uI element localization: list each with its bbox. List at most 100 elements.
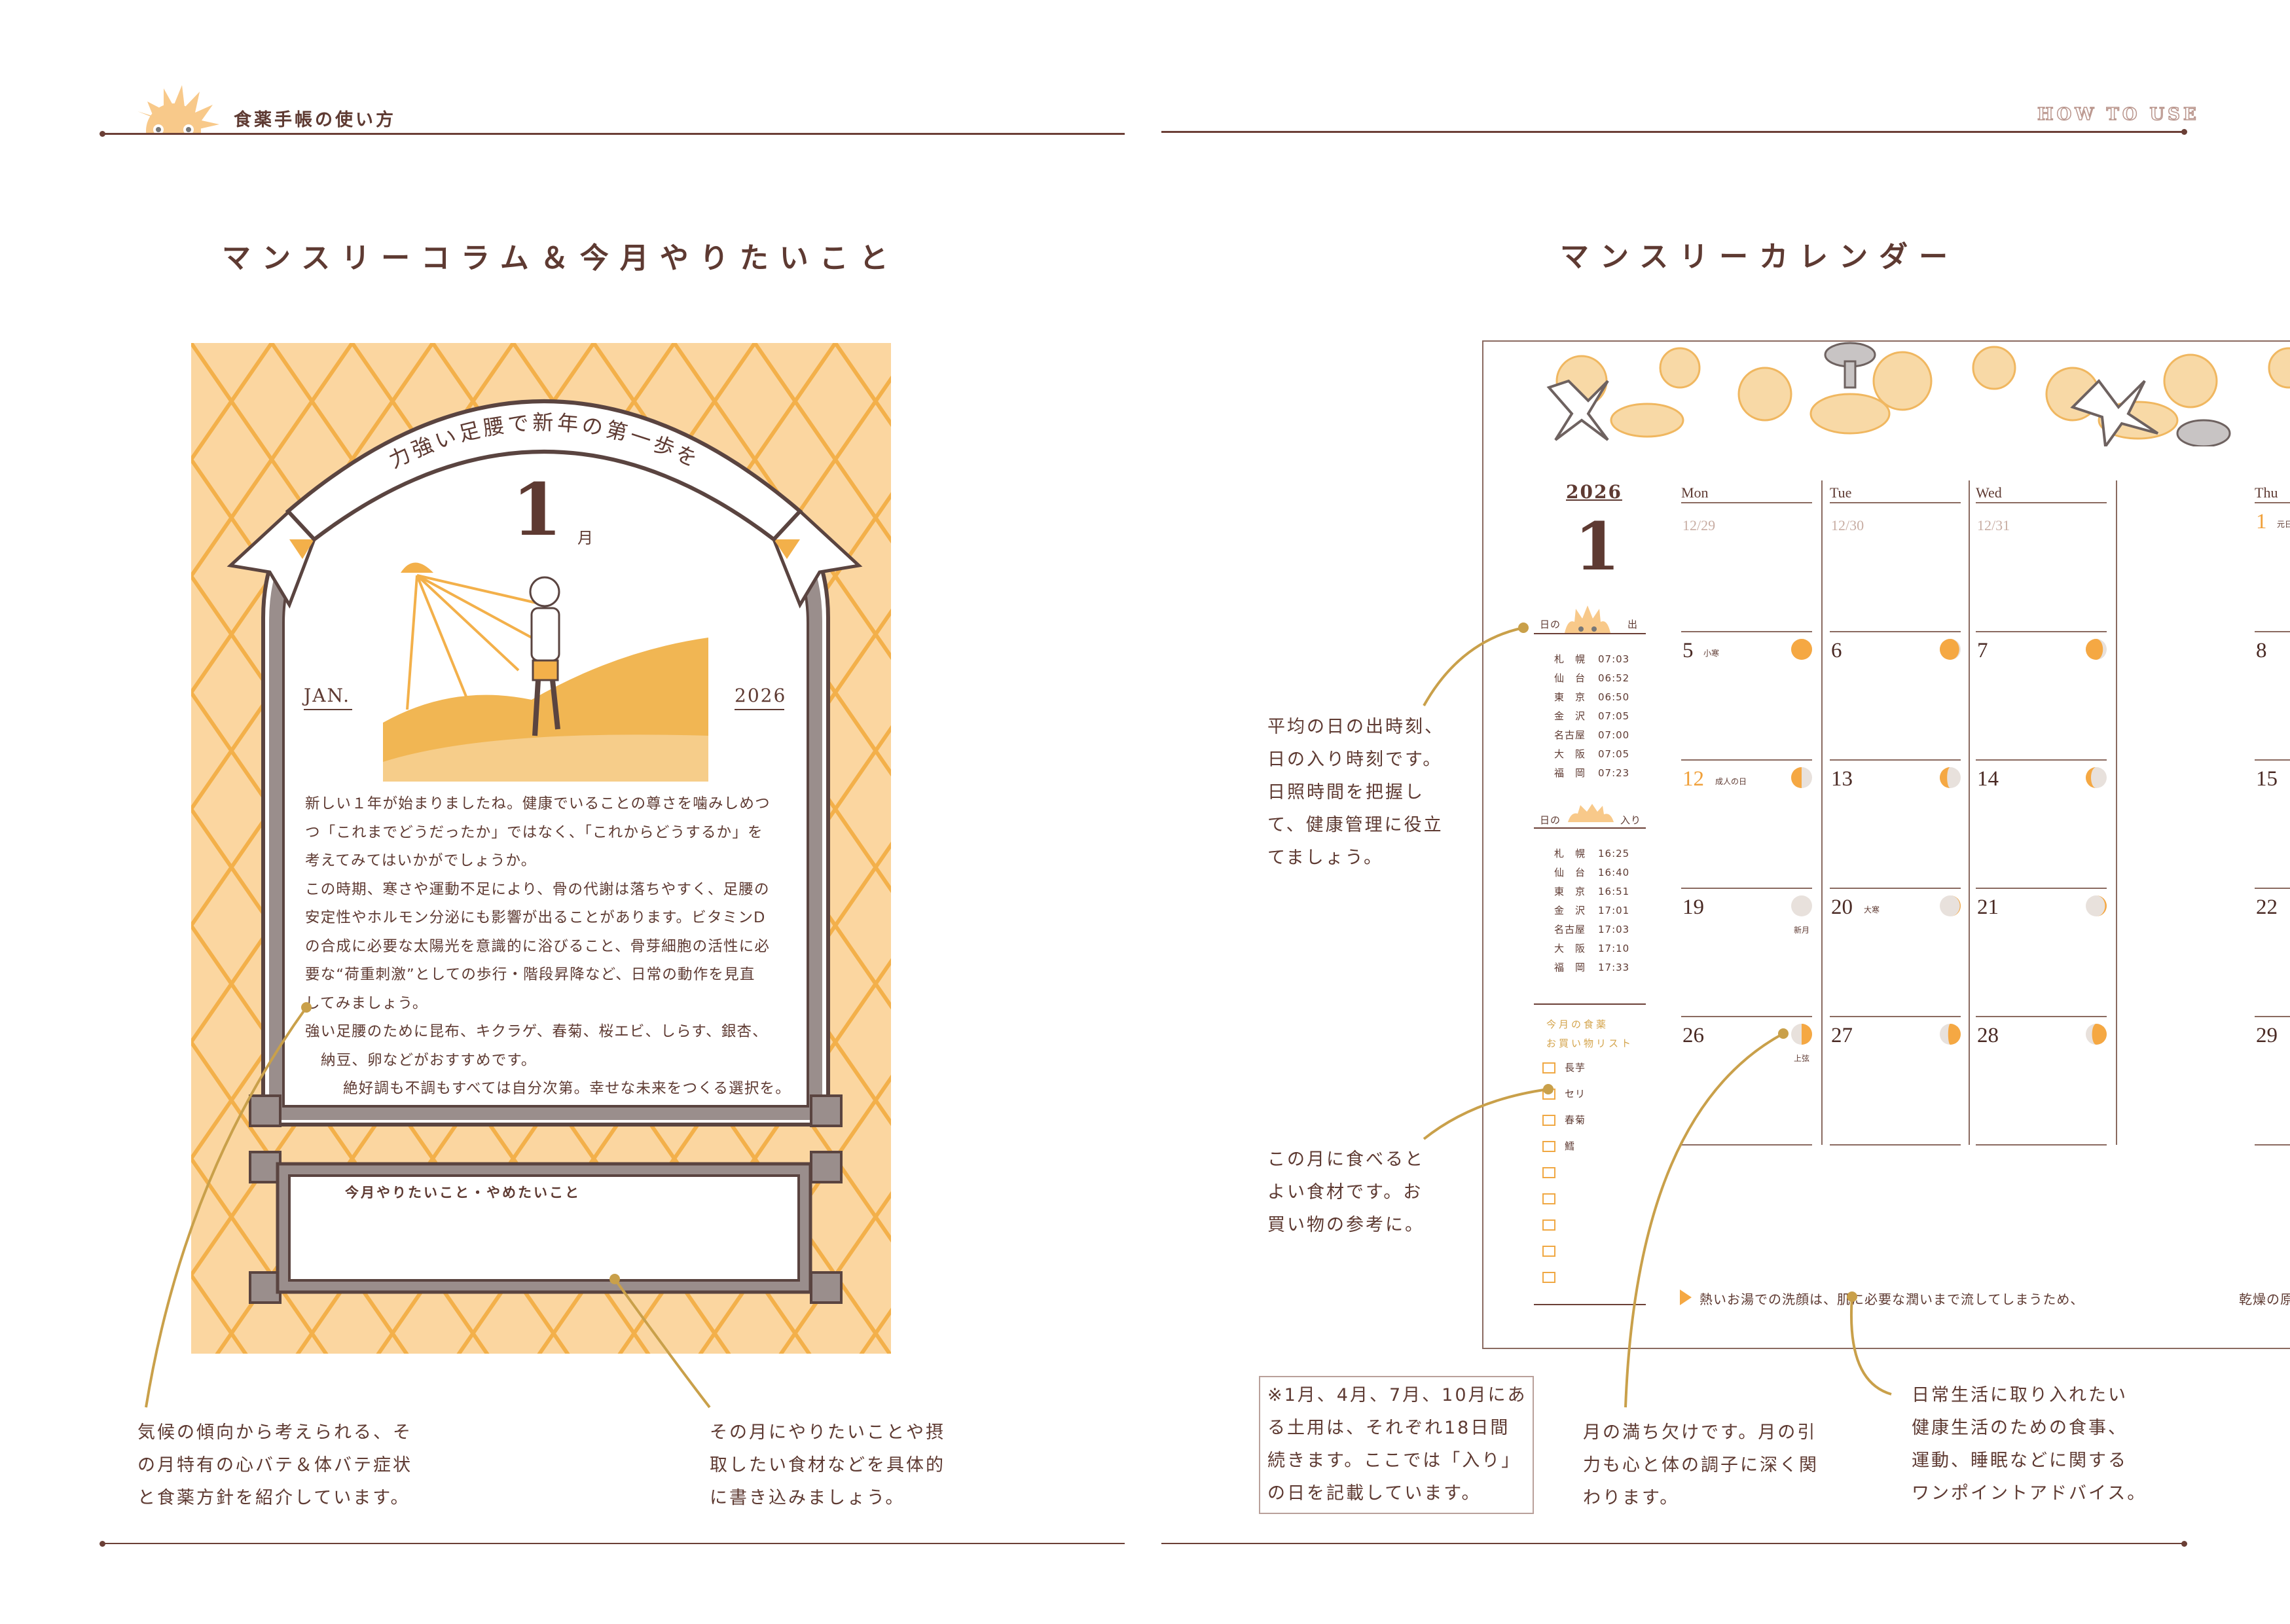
weekday-header: Mon (1681, 484, 1709, 501)
cell-rule (1976, 888, 2107, 889)
moon-phase-icon (1940, 895, 1961, 916)
calendar-day-cell[interactable]: 21 (1976, 888, 2107, 1016)
annotation-line: 日の入り時刻です。 (1267, 749, 1443, 770)
time-value: 16:40 (1598, 867, 1630, 878)
shopping-checkbox[interactable] (1542, 1115, 1555, 1126)
weekday-header: Wed (1976, 484, 2002, 501)
cell-rule (1976, 631, 2107, 632)
day-number: 14 (1977, 767, 1999, 791)
annotation-line: てましょう。 (1267, 848, 1384, 868)
annotation-line: の日を記載しています。 (1267, 1483, 1481, 1504)
column-body-line: 要な“荷重刺激”としての歩行・階段昇降など、日常の動作を見直 (305, 966, 755, 983)
cell-rule (1830, 1016, 1961, 1017)
runner-illustration (383, 562, 708, 782)
time-value: 07:00 (1598, 729, 1630, 741)
time-value: 06:50 (1598, 691, 1630, 703)
day-number: 29 (2256, 1024, 2278, 1047)
city-name: 仙 台 (1554, 672, 1586, 684)
shopping-checkbox[interactable] (1542, 1141, 1555, 1152)
time-value: 06:52 (1598, 672, 1630, 684)
moon-phase-icon (1940, 1024, 1961, 1045)
calendar-day-cell[interactable]: 22 (2255, 888, 2290, 1016)
calendar-month: 1 (1574, 508, 1620, 585)
doyo-note-box (1259, 1376, 1534, 1514)
page-header-title: 食薬手帳の使い方 (234, 110, 396, 130)
day-label: 小寒 (1703, 649, 1720, 658)
moon-phase-icon (2086, 1024, 2107, 1045)
annotation-line: と食薬方針を紹介しています。 (137, 1488, 410, 1508)
moon-phase-icon (1791, 767, 1812, 788)
sunset-sun-icon (1568, 804, 1614, 822)
header-rule (1161, 131, 2183, 133)
calendar-day-cell[interactable]: 12/29 (1681, 502, 1812, 630)
shopping-item: 鱈 (1565, 1140, 1576, 1152)
city-name: 名古屋 (1554, 729, 1586, 741)
cell-rule (1681, 631, 1812, 632)
calendar-day-cell[interactable]: 27 (1830, 1016, 1961, 1144)
daily-advice: 熱いお湯での洗顔は、肌に必要な潤いまで流してしまうため、 (1699, 1291, 2084, 1307)
moon-phase-icon (1791, 895, 1812, 916)
column-body-line: 強い足腰のために昆布、キクラゲ、春菊、桜エビ、しらす、銀杏、 (305, 1023, 768, 1040)
shopping-checkbox[interactable] (1542, 1167, 1555, 1178)
shopping-checkbox[interactable] (1542, 1246, 1555, 1257)
day-number: 13 (1831, 767, 1853, 791)
annotation-line: 平均の日の出時刻、 (1267, 717, 1444, 737)
annotation-line: ワンポイントアドバイス。 (1912, 1483, 2147, 1504)
calendar-day-cell[interactable]: 8 (2255, 631, 2290, 759)
day-label: 元日 (2277, 520, 2290, 529)
time-value: 17:01 (1598, 905, 1630, 916)
column-divider (1969, 480, 1970, 1145)
calendar-day-cell[interactable]: 14 (1976, 759, 2107, 888)
header-rule (102, 133, 1125, 135)
calendar-day-cell[interactable]: 29 (2255, 1016, 2290, 1144)
calendar-year: 2026 (1566, 481, 1622, 503)
time-value: 07:05 (1598, 710, 1630, 722)
time-value: 07:03 (1598, 653, 1630, 665)
section-title-monthly-calendar: マンスリーカレンダー (1560, 240, 1959, 274)
calendar-day-cell[interactable]: 6 (1830, 631, 1961, 759)
shopping-checkbox[interactable] (1542, 1062, 1555, 1074)
cell-rule (1830, 1144, 1961, 1146)
annotation-line: 月の満ち欠けです。月の引 (1583, 1422, 1817, 1443)
shopping-checkbox[interactable] (1542, 1089, 1555, 1100)
card-illustration: 力強い足腰で新年の第一歩を (191, 343, 891, 1354)
flower-border-illustration (1483, 342, 2290, 446)
calendar-day-cell[interactable]: 15 (2255, 759, 2290, 888)
sunrise-rule (1534, 633, 1646, 634)
annotation-line: 健康生活のための食事、 (1912, 1418, 2128, 1438)
page-header-how-to-use: HOW TO USE (2037, 104, 2200, 125)
calendar-day-cell[interactable]: 28 (1976, 1016, 2107, 1144)
calendar-day-cell[interactable]: 12/31 (1976, 502, 2107, 630)
city-name: 金 沢 (1554, 905, 1586, 916)
annotation-line: 運動、睡眠などに関する (1912, 1451, 2128, 1471)
day-number: 12/31 (1977, 517, 2010, 533)
calendar-day-cell[interactable]: 12/30 (1830, 502, 1961, 630)
column-divider (2116, 480, 2117, 1145)
annotation-line: わります。 (1583, 1488, 1680, 1508)
calendar-day-cell[interactable]: 5 小寒 (1681, 631, 1812, 759)
day-number: 5 (1682, 639, 1694, 662)
annotation-line: その月にやりたいことや摂 (710, 1422, 945, 1443)
cell-rule (1681, 1144, 1812, 1146)
annotation-line: この月に食べると (1267, 1149, 1425, 1170)
column-body-line: 考えてみてはいかがでしょうか。 (305, 852, 537, 869)
shopping-checkbox[interactable] (1542, 1272, 1555, 1283)
calendar-day-cell[interactable]: 13 (1830, 759, 1961, 888)
sunrise-label: 日の (1540, 619, 1561, 630)
calendar-day-cell[interactable]: 1元日 (2255, 502, 2290, 630)
city-name: 札 幌 (1554, 653, 1586, 665)
cell-rule (2255, 502, 2290, 503)
shopping-checkbox[interactable] (1542, 1219, 1555, 1231)
cell-rule (1681, 1016, 1812, 1017)
todo-label: 今月やりたいこと・やめたいこと (345, 1185, 581, 1200)
calendar-day-cell[interactable]: 7 (1976, 631, 2107, 759)
footer-rule (102, 1543, 1125, 1544)
day-number: 12/29 (1682, 517, 1716, 533)
shopping-list-title: 今月の食薬 (1546, 1019, 1609, 1030)
shopping-checkbox[interactable] (1542, 1193, 1555, 1204)
day-number: 21 (1977, 895, 1999, 919)
